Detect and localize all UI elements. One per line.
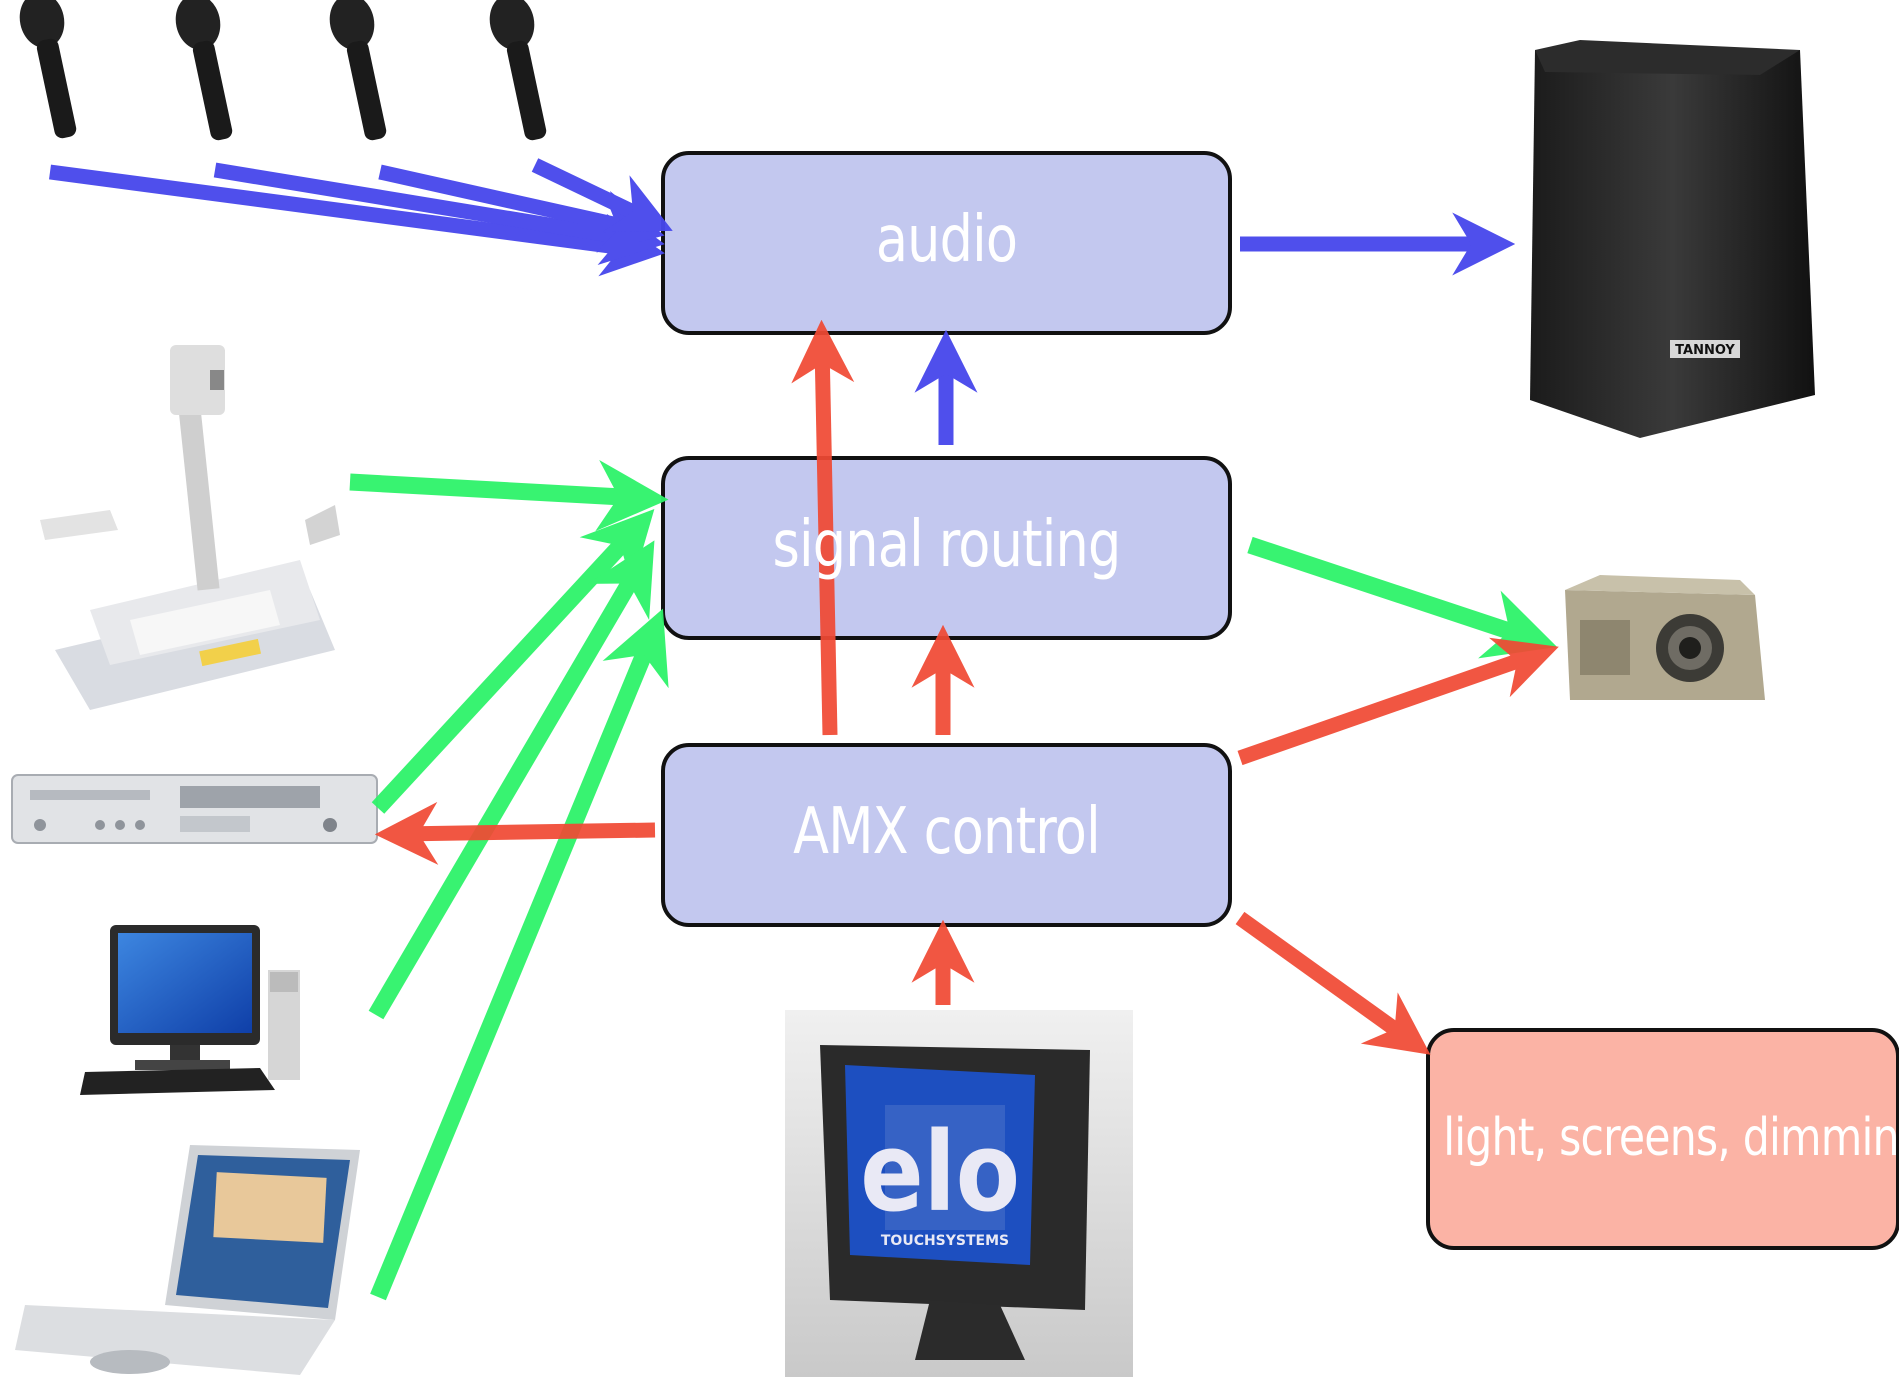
speaker-badge: TANNOY <box>1675 343 1735 358</box>
mic3-arrow <box>378 164 665 253</box>
microphone-icon <box>489 0 547 141</box>
amx-to-audio-arrow <box>791 319 855 736</box>
lighting-node <box>1426 1028 1899 1250</box>
video-arrows <box>349 459 1558 1301</box>
mic2-arrow <box>213 162 665 265</box>
projector-icon <box>1565 575 1765 700</box>
audio-label: audio <box>875 203 1018 277</box>
amx-to-projector-arrow <box>1237 637 1559 766</box>
microphone-icon <box>19 0 77 139</box>
touch-panel-logo: elo <box>860 1109 1020 1237</box>
mic4-arrow <box>531 158 673 233</box>
amx-control-label: AMX control <box>793 795 1101 869</box>
desktop-arrow <box>368 540 655 1020</box>
microphone-icon <box>175 0 233 141</box>
audio-arrows <box>49 158 1516 445</box>
touch-panel-brand: TOUCHSYSTEMS <box>881 1233 1009 1249</box>
mic1-arrow <box>49 164 665 277</box>
laptop-icon <box>15 1145 360 1375</box>
laptop-arrow <box>370 608 669 1301</box>
dvd-player-icon <box>11 774 378 844</box>
lighting-label: light, screens, dimming <box>1443 1108 1899 1168</box>
speaker-icon: TANNOY <box>1530 40 1815 438</box>
document-camera-icon <box>40 345 340 710</box>
routing-to-projector-arrow <box>1247 536 1558 659</box>
desktop-computer-icon <box>80 925 300 1095</box>
amx-to-dvd-arrow <box>374 801 656 865</box>
microphone-icon <box>329 0 387 141</box>
signal-routing-label: signal routing <box>772 508 1122 582</box>
control-arrows <box>374 319 1559 1055</box>
touch-panel-icon: elo TOUCHSYSTEMS <box>785 1010 1133 1377</box>
doccam-arrow <box>349 459 669 532</box>
amx-to-lighting-arrow <box>1235 911 1431 1055</box>
